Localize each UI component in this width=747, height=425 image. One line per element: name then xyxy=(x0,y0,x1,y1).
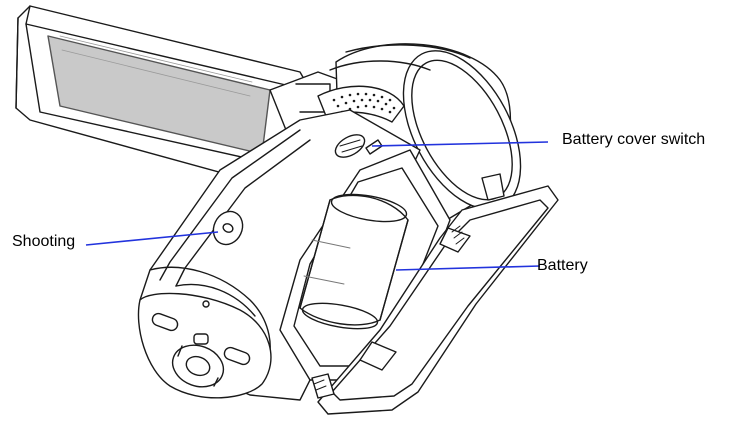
label-battery-cover-switch: Battery cover switch xyxy=(562,131,705,149)
label-shooting: Shooting xyxy=(12,233,75,251)
label-battery: Battery xyxy=(537,257,588,275)
